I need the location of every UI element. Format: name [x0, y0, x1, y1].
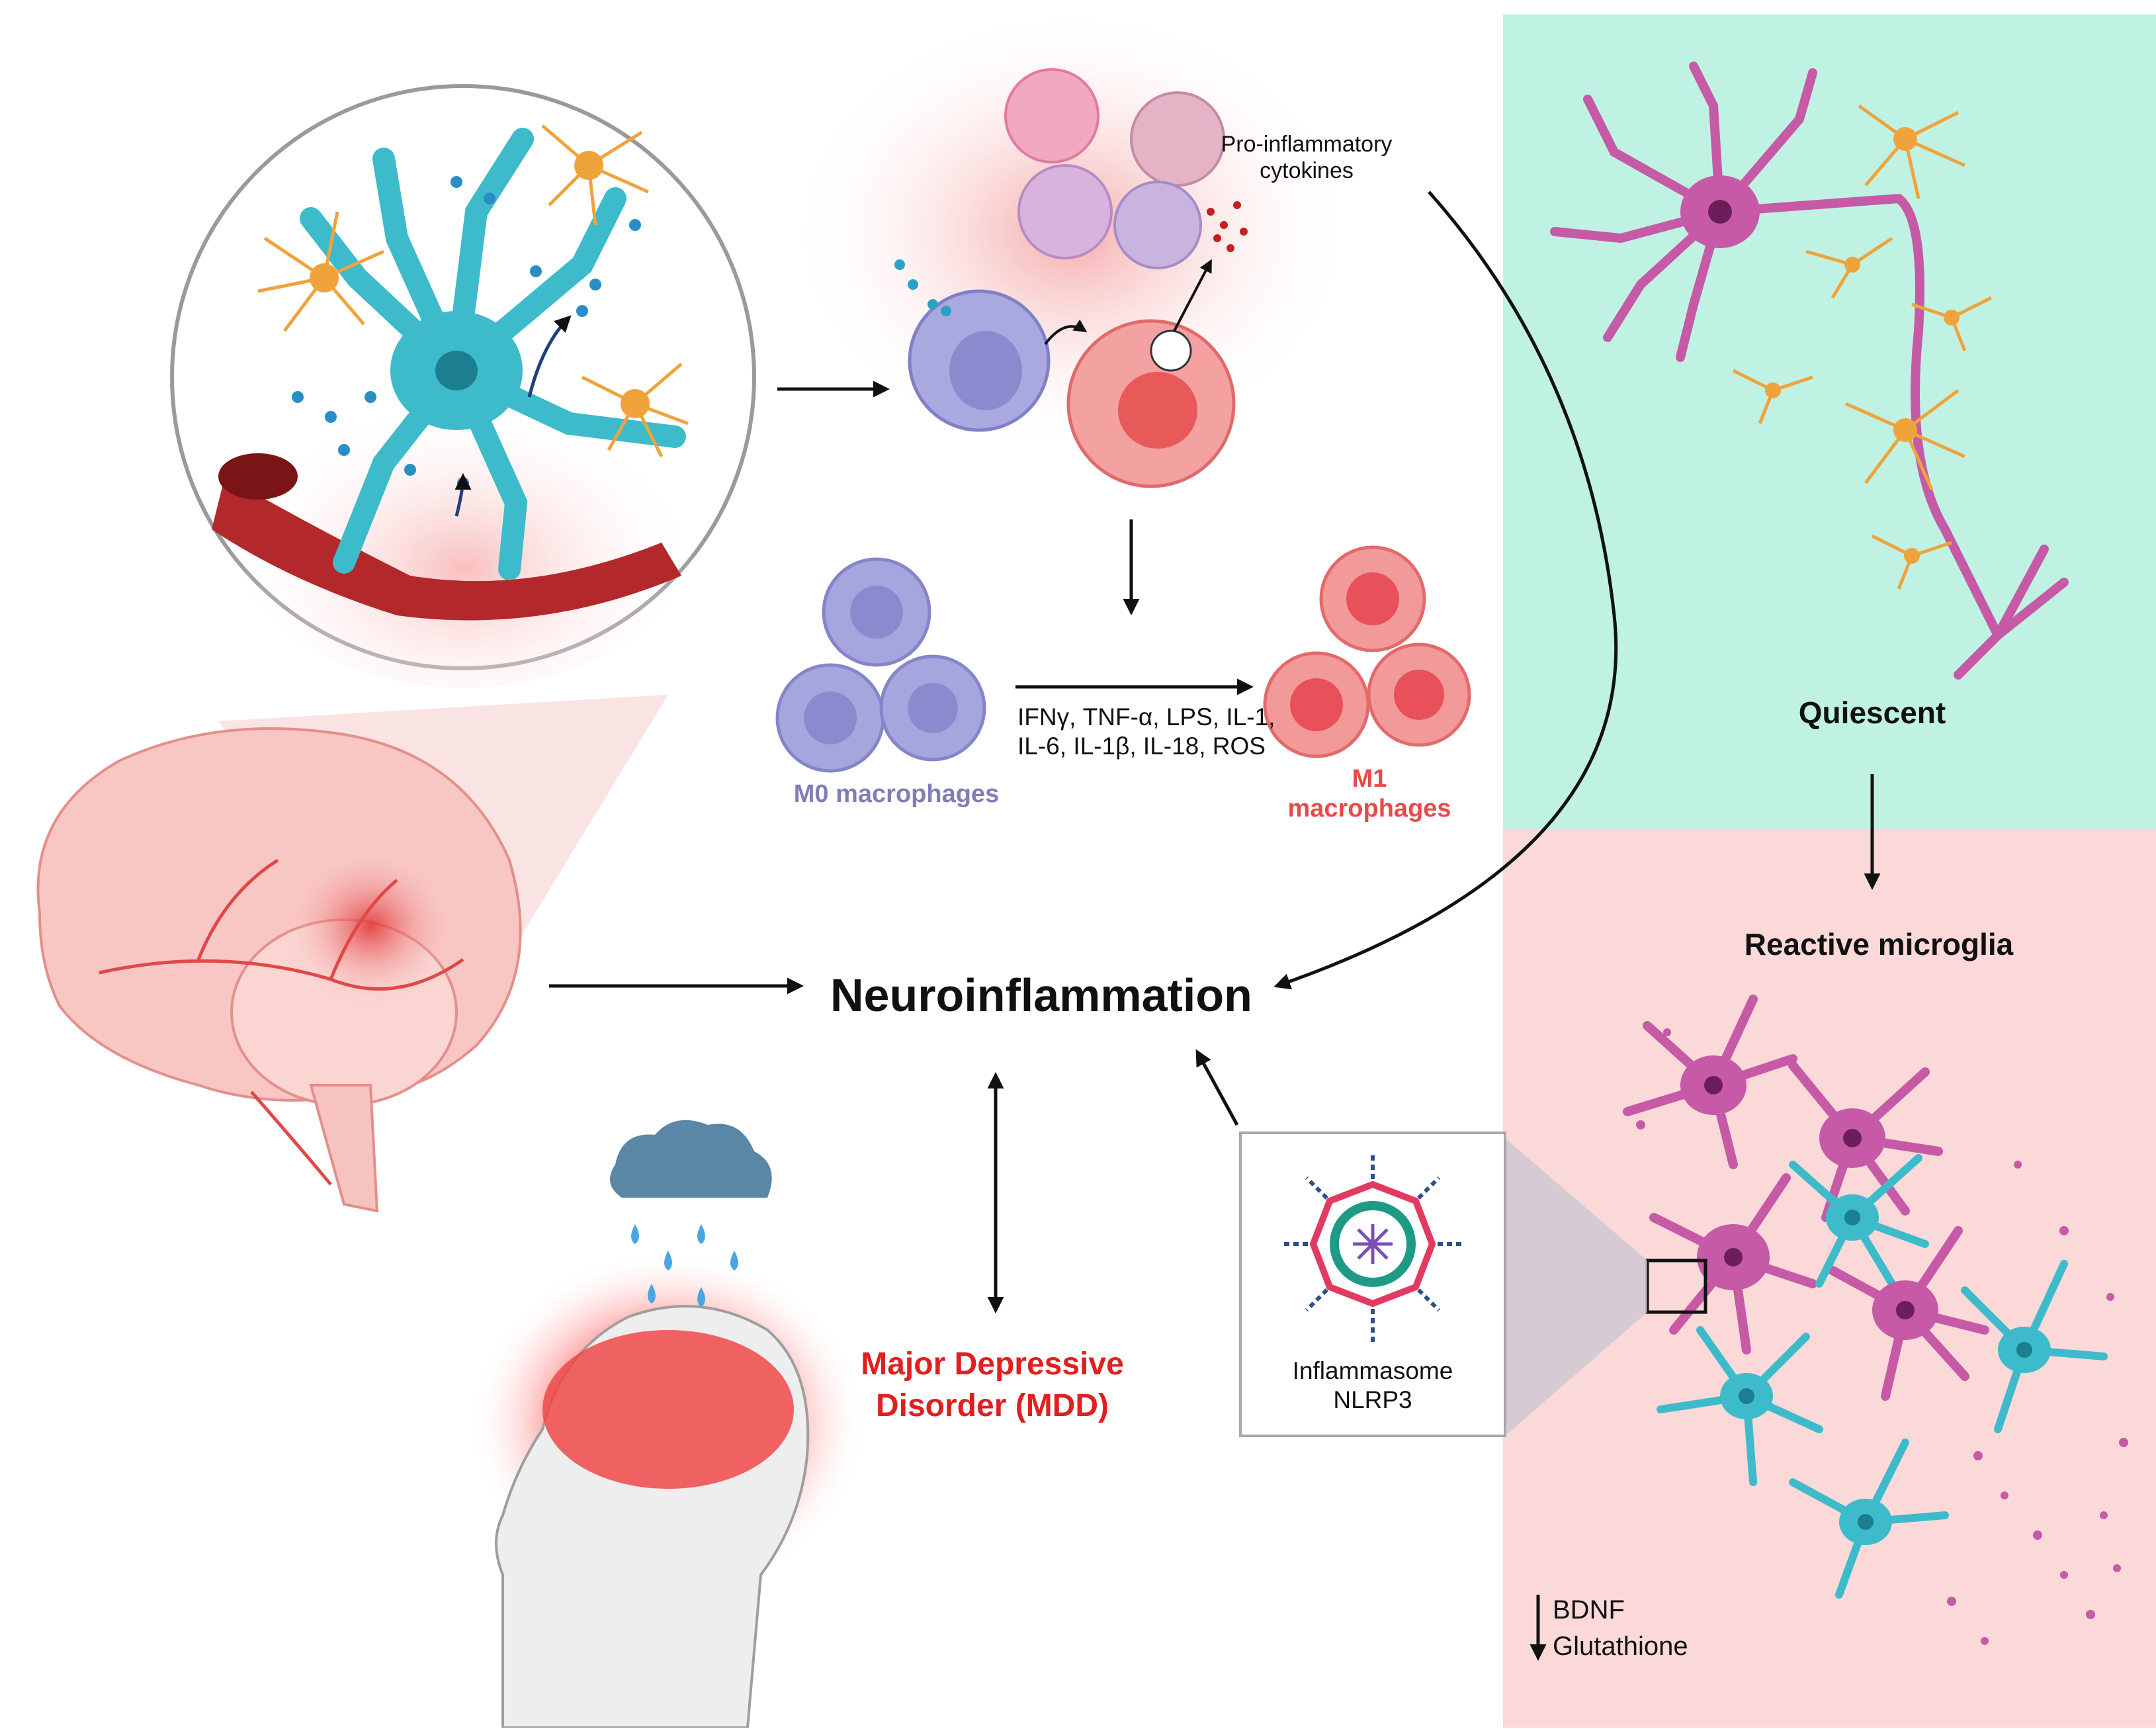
- brain-illustration: [36, 727, 522, 1213]
- inflammasome-label: Inflammasome NLRP3: [1240, 1356, 1505, 1414]
- astrocyte-vessel-inset: [170, 84, 756, 688]
- inflammasome-line2: NLRP3: [1333, 1386, 1412, 1413]
- pro-inflammatory-line1: Pro-inflammatory: [1221, 132, 1393, 157]
- mdd-label: Major Depressive Disorder (MDD): [820, 1343, 1164, 1427]
- inflammasome-box: [1239, 1132, 1506, 1437]
- macrophage-activation-scene: [787, 7, 1356, 488]
- reactive-microglia-label: Reactive microglia: [1744, 927, 2014, 961]
- mdd-line2: Disorder (MDD): [875, 1388, 1109, 1424]
- m1-line1: M1: [1352, 765, 1387, 793]
- flow-arrows: [549, 191, 1881, 1661]
- bdnf-label: BDNF: [1553, 1595, 1625, 1624]
- pro-inflammatory-label: Pro-inflammatory cytokines: [1168, 131, 1445, 184]
- m1-macrophages-label: M1 macrophages: [1260, 764, 1479, 824]
- inflammasome-line1: Inflammasome: [1292, 1357, 1453, 1384]
- cytokine-list-line1: IFNγ, TNF-α, LPS, IL-1,: [1017, 703, 1275, 731]
- cytokine-list-label: IFNγ, TNF-α, LPS, IL-1, IL-6, IL-1β, IL-…: [1017, 703, 1275, 760]
- m1-line2: macrophages: [1287, 794, 1451, 822]
- depressed-head-illustration: [470, 1120, 867, 1729]
- reactive-microglia-cluster: [1623, 995, 2108, 1599]
- mdd-line1: Major Depressive: [861, 1347, 1124, 1382]
- microglia-debris: [1636, 1028, 2128, 1645]
- cytokine-list-line2: IL-6, IL-1β, IL-18, ROS: [1017, 732, 1266, 760]
- neuroinflammation-label: Neuroinflammation: [830, 969, 1252, 1021]
- pro-inflammatory-line2: cytokines: [1260, 158, 1354, 184]
- quiescent-label: Quiescent: [1798, 695, 1946, 730]
- m0-macrophages-label: M0 macrophages: [793, 780, 1000, 808]
- inflammasome-zoom-cone: [1505, 1138, 1647, 1436]
- glutathione-label: Glutathione: [1553, 1632, 1688, 1661]
